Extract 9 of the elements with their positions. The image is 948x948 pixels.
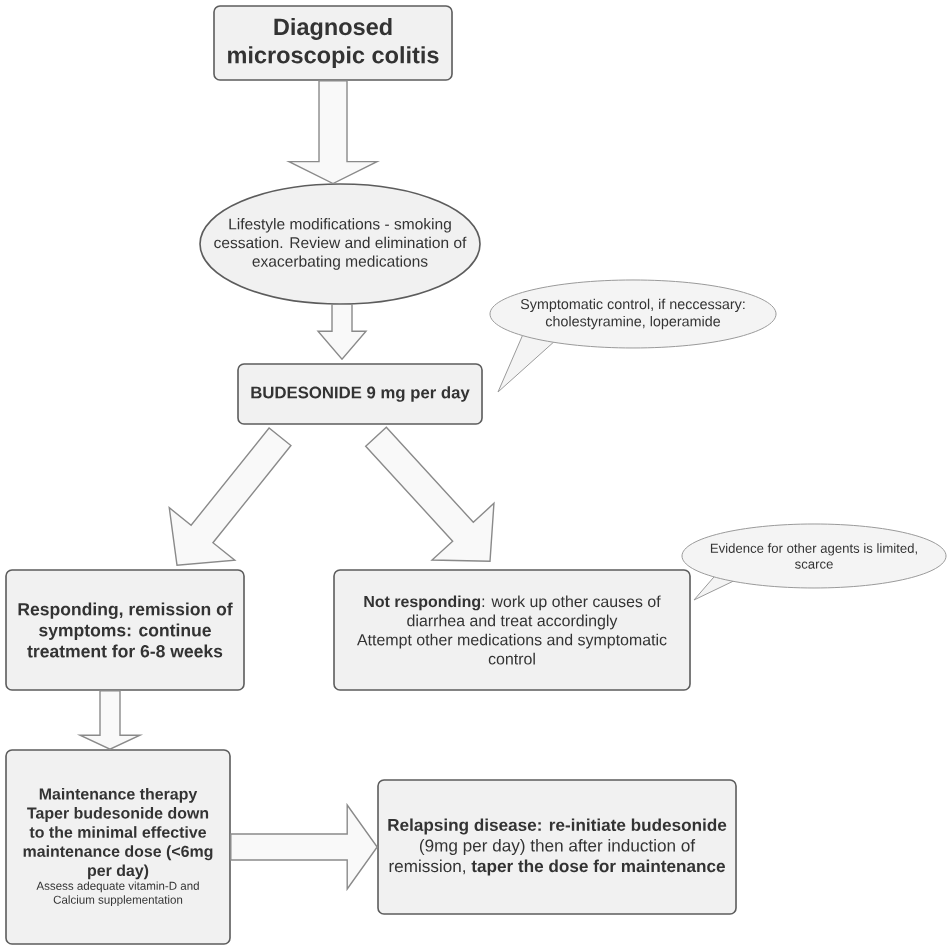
arrow bbox=[76, 690, 144, 750]
arrow bbox=[230, 802, 379, 892]
process-box: Diagnosed microscopic colitis bbox=[213, 5, 453, 81]
arrow bbox=[286, 80, 380, 185]
arrow bbox=[316, 303, 368, 361]
arrow bbox=[168, 427, 292, 566]
process-box: Relapsing disease: re-initiate budesonide (9mg per day) then after induction of remission, taper the dose for maintenance bbox=[377, 779, 737, 915]
process-box: BUDESONIDE 9 mg per day bbox=[237, 363, 483, 425]
process-box: Responding, remission of symptoms: continue treatment for 6-8 weeks bbox=[5, 569, 245, 691]
